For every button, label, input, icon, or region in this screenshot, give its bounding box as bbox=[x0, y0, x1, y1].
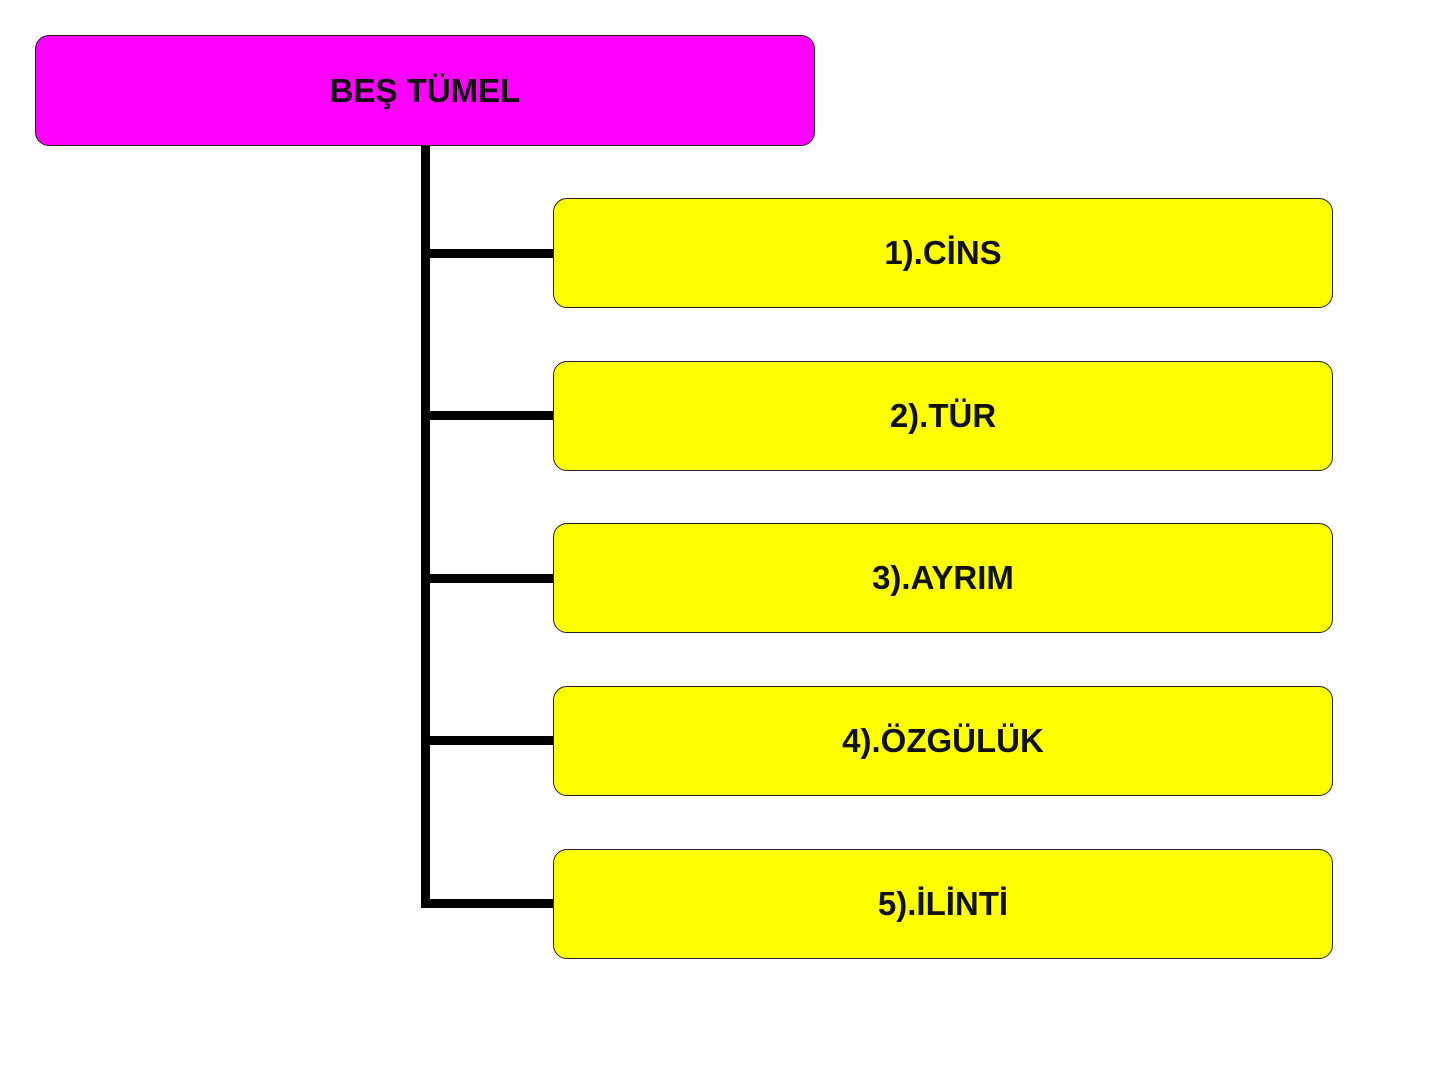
child-node-label: 3).AYRIM bbox=[872, 559, 1014, 596]
child-node-label: 2).TÜR bbox=[889, 397, 997, 434]
child-node-ilinti: 5).İLİNTİ bbox=[553, 849, 1333, 959]
child-node-label: 4).ÖZGÜLÜK bbox=[842, 722, 1044, 759]
root-node-label: BEŞ TÜMEL bbox=[329, 71, 521, 109]
branch-connector-1 bbox=[421, 249, 554, 258]
branch-connector-4 bbox=[421, 736, 554, 745]
root-node-bes-tumel: BEŞ TÜMEL bbox=[35, 35, 815, 146]
child-node-ozgulluk: 4).ÖZGÜLÜK bbox=[553, 686, 1333, 796]
child-node-label: 1).CİNS bbox=[884, 234, 1002, 271]
child-node-label: 5).İLİNTİ bbox=[877, 885, 1009, 922]
branch-connector-2 bbox=[421, 411, 554, 420]
trunk-connector bbox=[421, 146, 430, 908]
child-node-cins: 1).CİNS bbox=[553, 198, 1333, 308]
branch-connector-5 bbox=[421, 899, 554, 908]
child-node-tur: 2).TÜR bbox=[553, 361, 1333, 471]
branch-connector-3 bbox=[421, 574, 554, 583]
child-node-ayrim: 3).AYRIM bbox=[553, 523, 1333, 633]
